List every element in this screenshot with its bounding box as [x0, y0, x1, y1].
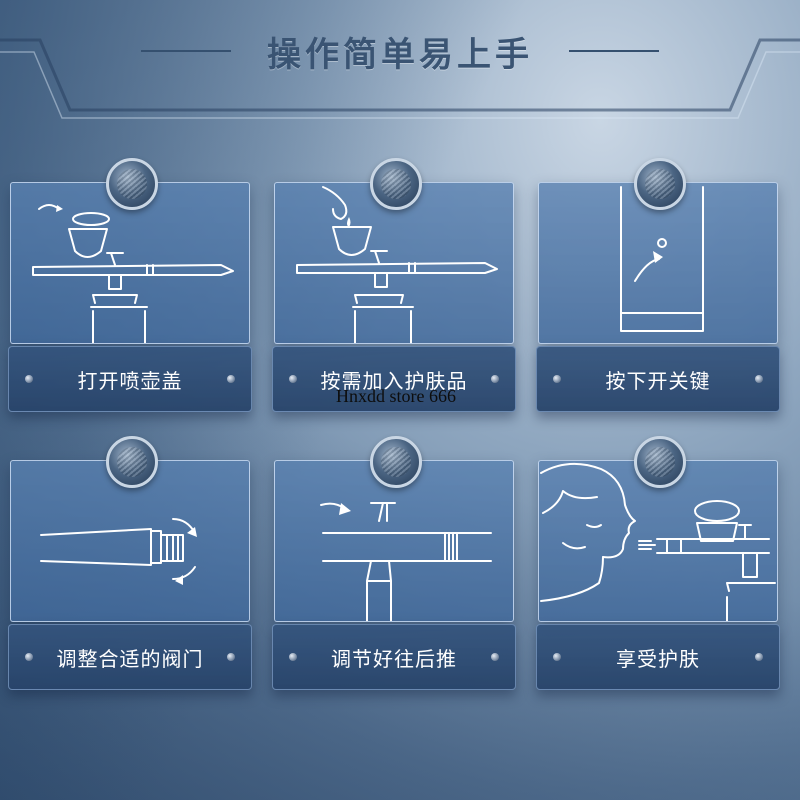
- screw-icon: [491, 375, 499, 383]
- step-label: 按下开关键: [605, 368, 711, 393]
- dial-knob: [106, 436, 158, 488]
- screw-icon: [755, 375, 763, 383]
- dial-knob: [370, 436, 422, 488]
- dial-knob: [370, 158, 422, 210]
- page-header: 操作简单易上手: [0, 26, 800, 76]
- power-button-icon: [620, 186, 704, 332]
- store-watermark: Hnxdd store 666: [336, 386, 456, 406]
- title-line-left: [141, 50, 231, 52]
- screw-icon: [553, 375, 561, 383]
- step-label: 享受护肤: [616, 646, 700, 671]
- step-caption: 调节好往后推: [272, 624, 516, 690]
- step-card-6: 享受护肤: [536, 436, 782, 694]
- screw-icon: [553, 653, 561, 661]
- step-label: 按需加入护肤品: [320, 368, 468, 393]
- step-label: 调节好往后推: [331, 646, 457, 671]
- step-caption: 按下开关键: [536, 346, 780, 412]
- step-label: 调整合适的阀门: [56, 646, 204, 671]
- add-liquid-icon: [296, 186, 498, 343]
- step-caption: 打开喷壶盖: [8, 346, 252, 412]
- title-line-right: [569, 50, 659, 52]
- step-caption: 享受护肤: [536, 624, 780, 690]
- step-label: 打开喷壶盖: [77, 368, 183, 393]
- dial-knob: [634, 436, 686, 488]
- screw-icon: [491, 653, 499, 661]
- face-mist-icon: [540, 462, 776, 621]
- step-caption: 按需加入护肤品: [272, 346, 516, 412]
- screw-icon: [755, 653, 763, 661]
- valve-adjust-icon: [40, 518, 197, 585]
- step-card-1: 打开喷壶盖: [8, 158, 254, 416]
- step-card-3: 按下开关键: [536, 158, 782, 416]
- trigger-push-icon: [320, 502, 492, 621]
- screw-icon: [25, 375, 33, 383]
- screw-icon: [227, 653, 235, 661]
- dial-knob: [106, 158, 158, 210]
- step-card-4: 调整合适的阀门: [8, 436, 254, 694]
- screw-icon: [25, 653, 33, 661]
- step-caption: 调整合适的阀门: [8, 624, 252, 690]
- step-card-2: 按需加入护肤品: [272, 158, 518, 416]
- screw-icon: [289, 653, 297, 661]
- screw-icon: [289, 375, 297, 383]
- step-card-5: 调节好往后推: [272, 436, 518, 694]
- dial-knob: [634, 158, 686, 210]
- screw-icon: [227, 375, 235, 383]
- page-title: 操作简单易上手: [267, 34, 533, 75]
- airbrush-cup-open-icon: [32, 204, 234, 343]
